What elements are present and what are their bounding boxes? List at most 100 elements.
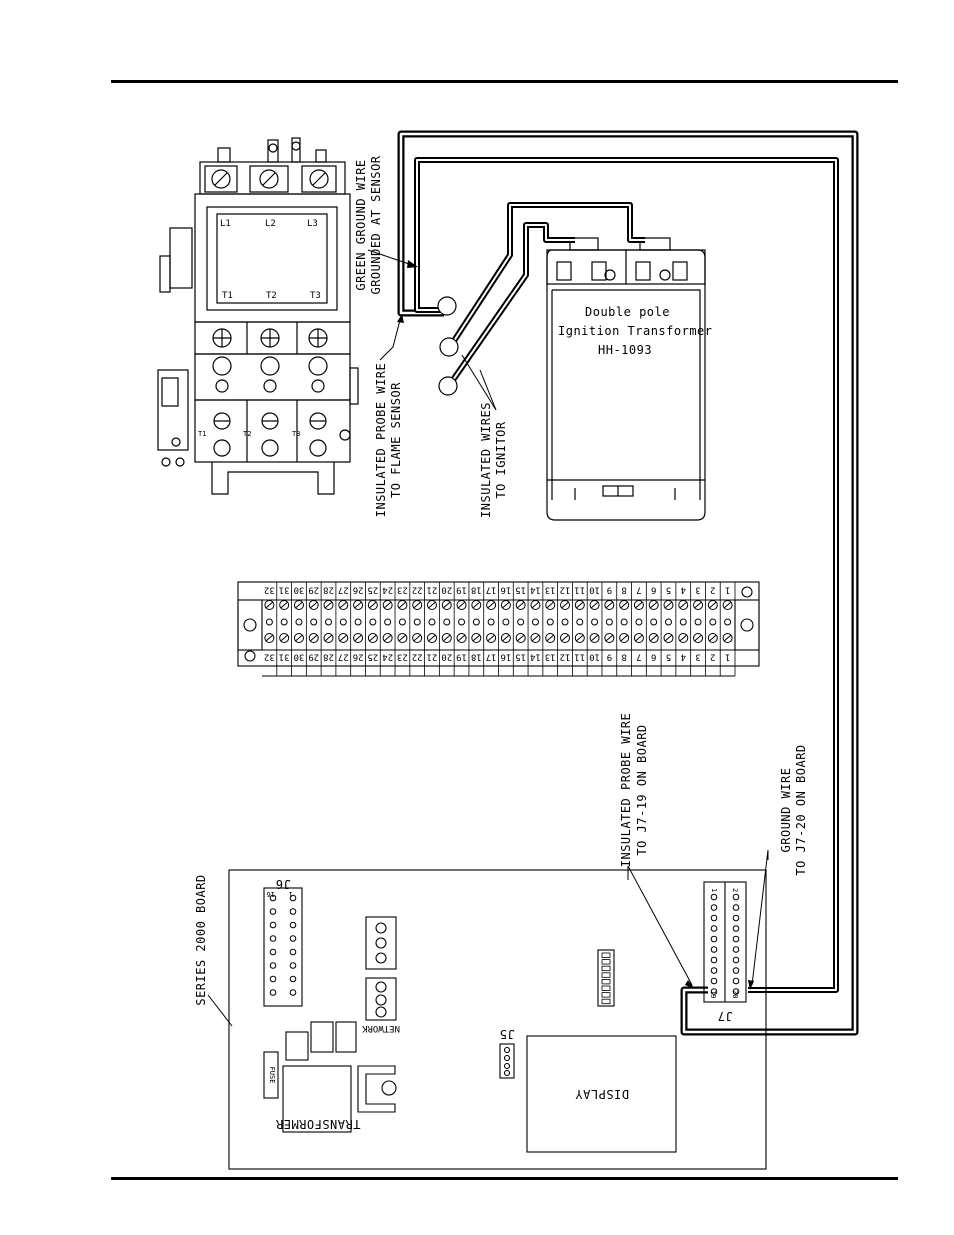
terminal-number-top: 3 [695,585,700,595]
label-ignitor-2: TO IGNITOR [494,421,508,499]
terminal-number-top: 8 [621,585,626,595]
terminal-number-top: 9 [607,585,612,595]
j7-pin [732,956,740,964]
j6-pin [269,948,277,956]
j7-pin [710,904,718,911]
terminal-cell: 11 [722,582,736,676]
j6-pin [269,894,277,902]
transformer-line3: HH-1093 [598,343,652,357]
terminal-cell: 55 [663,582,677,676]
ground-wire-inner [399,132,857,1034]
dip-switch-segment [601,959,611,965]
heavy-wires [397,130,859,1036]
terminal-number-bottom: 28 [323,652,334,662]
terminal-number-bottom: 17 [486,652,497,662]
label-series-board: SERIES 2000 BOARD [194,874,208,1005]
contactor-t1: T1 [222,291,233,301]
contactor-side-t3: T3 [292,430,300,438]
terminal-number-bottom: 25 [367,652,378,662]
probe-wire-inner [416,159,837,991]
contactor-side-t2: T2 [243,430,251,438]
j6-pin [289,921,297,929]
terminal-number-top: 29 [308,585,319,595]
terminal-number-bottom: 31 [279,652,290,662]
transformer-line2: Ignition Transformer [558,324,713,338]
terminal-number-top: 5 [666,585,671,595]
terminal-number-top: 25 [367,585,378,595]
strip-cells: 1122334455667788991010111112121313141415… [264,582,736,676]
j6-pin [289,908,297,915]
contactor-l3: L3 [307,219,318,229]
terminal-number-bottom: 18 [471,652,482,662]
j7-pin [710,946,718,953]
j7-pin [710,925,718,932]
terminal-number-top: 4 [681,585,686,595]
arrow-heads [397,260,754,990]
terminal-number-top: 2 [710,585,715,595]
contactor-l1: L1 [220,219,231,229]
j7-pin [710,977,718,985]
label-j7: J7 [717,1009,732,1023]
terminal-cell: 99 [604,582,618,676]
contactor-l2: L2 [265,219,276,229]
terminal-number-top: 11 [574,585,585,595]
terminal-number-bottom: 8 [621,652,626,662]
j7-pin [710,967,718,974]
j7-pin [732,925,740,932]
terminal-number-bottom: 27 [338,652,349,662]
terminal-cell: 29 29 [308,582,322,676]
terminal-number-bottom: 26 [353,652,364,662]
label-j7-pin2: 2 [731,888,739,892]
terminal-number-bottom: 9 [607,652,612,662]
terminal-number-top: 6 [651,585,656,595]
terminal-number-bottom: 14 [530,652,541,662]
terminal-number-top: 28 [323,585,334,595]
j7-pin [732,904,740,911]
j6-pin [289,948,297,956]
j6-pin [269,935,277,942]
label-j6-pin16: 16 [267,890,275,898]
terminal-number-top: 15 [515,585,526,595]
dip-switch-segment [601,952,611,958]
label-ignitor-1: INSULATED WIRES [479,402,493,518]
terminal-cell: 77 [633,582,647,676]
terminal-number-top: 16 [500,585,511,595]
terminal-number-bottom: 21 [427,652,438,662]
terminal-cell: 22 [707,582,721,676]
dip-switch-segment [601,979,611,985]
terminal-number-bottom: 29 [308,652,319,662]
terminal-number-bottom: 15 [515,652,526,662]
j7-pin [710,988,718,995]
j6-pin [289,975,297,983]
j7-pin [732,935,740,943]
terminal-number-bottom: 19 [456,652,467,662]
terminal-number-top: 18 [471,585,482,595]
label-probe-board-1: INSULATED PROBE WIRE [619,713,633,868]
j6-pin [289,935,297,942]
terminal-number-top: 17 [486,585,497,595]
terminal-number-bottom: 2 [710,652,715,662]
j7-pin [732,967,740,974]
label-j7-pin19: 19 [709,990,717,998]
top-labels: GREEN GROUND WIRE GROUNDED AT SENSOR INS… [354,155,508,518]
terminal-number-bottom: 24 [382,652,393,662]
terminal-number-top: 14 [530,585,541,595]
leader-lines [207,249,769,1027]
terminal-number-bottom: 6 [651,652,656,662]
contactor [157,137,359,495]
terminal-number-bottom: 13 [545,652,556,662]
terminal-number-bottom: 20 [441,652,452,662]
contactor-labels: L1 L2 L3 T1 T2 T3 T1 T2 T3 [198,219,321,438]
dip-switch-segment [601,998,611,1005]
wire-terminals [437,296,459,396]
label-ground-board-2: TO J7-20 ON BOARD [794,744,808,875]
